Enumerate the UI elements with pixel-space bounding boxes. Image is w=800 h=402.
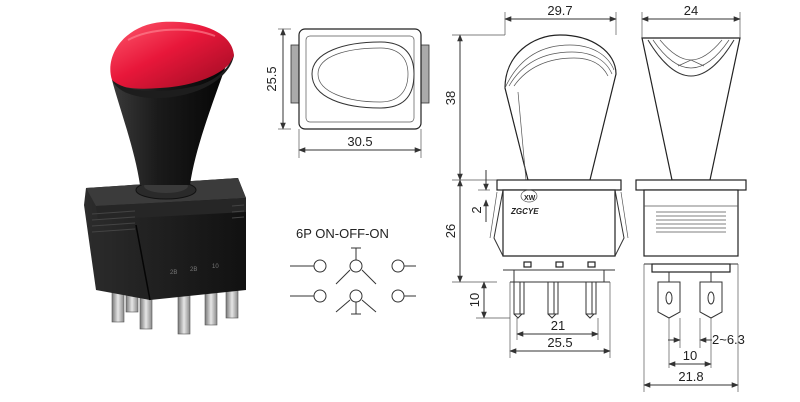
dim-a-top-width: 29.7 [547, 3, 572, 18]
logo-mark: XW [524, 195, 536, 202]
terminal-mark-3: 10 [212, 264, 219, 270]
dim-top-height: 25.5 [264, 66, 279, 91]
switch-photo: 2B 2B 10 [84, 21, 246, 335]
dim-b-base-width: 21.8 [678, 369, 703, 384]
dim-top-width: 30.5 [347, 134, 372, 149]
side-view-a: XW ZGCYE 29.7 38 [443, 3, 629, 358]
dim-a-terminal-span: 21 [551, 318, 565, 333]
top-view-knob-outline [311, 41, 415, 109]
circuit-label: 6P ON-OFF-ON [296, 226, 389, 241]
dim-a-knob-height: 38 [443, 91, 458, 105]
terminal-mark-2: 2B [190, 267, 197, 273]
dim-b-pin-pitch: 2~6.3 [712, 332, 745, 347]
dim-b-top-width: 24 [684, 3, 698, 18]
side-view-b: 24 2~6.3 10 21.8 [635, 3, 747, 392]
terminal-mark-1: 2B [170, 270, 177, 276]
dim-b-pin-spacing: 10 [683, 348, 697, 363]
dim-a-terminal-height: 10 [467, 293, 482, 307]
dim-a-base-width: 25.5 [547, 335, 572, 350]
dim-a-body-height: 26 [443, 224, 458, 238]
top-view: 25.5 30.5 [264, 28, 430, 158]
dim-a-small-offset: 2 [469, 206, 484, 213]
circuit-diagram: 6P ON-OFF-ON [290, 226, 416, 315]
logo-text: ZGCYE [510, 207, 539, 216]
knob-red-cap [110, 21, 234, 89]
